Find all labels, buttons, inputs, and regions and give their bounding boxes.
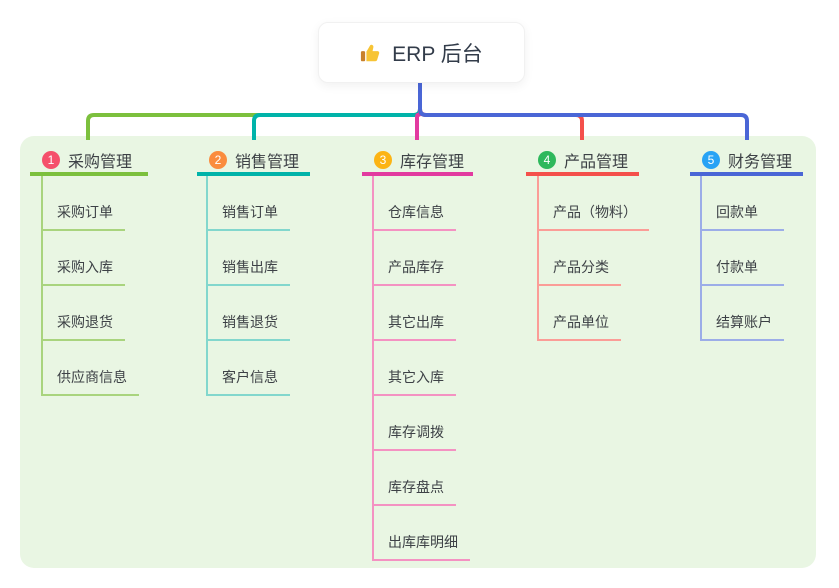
branch-spine — [372, 176, 374, 561]
branch-title: 产品管理 — [564, 153, 629, 171]
branch-spine — [41, 176, 43, 396]
branch-list-purchase: 采购订单 采购入库 采购退货 供应商信息 — [41, 176, 139, 396]
branch-title: 采购管理 — [68, 153, 133, 171]
mindmap-node[interactable]: 销售订单 — [206, 176, 290, 231]
branch-badge: 2 — [209, 150, 227, 169]
thumbs-up-icon — [360, 42, 382, 64]
branch-badge: 3 — [374, 150, 392, 169]
mindmap-node[interactable]: 仓库信息 — [372, 176, 456, 231]
branch-title: 财务管理 — [728, 153, 793, 171]
branch-title: 库存管理 — [400, 153, 465, 171]
mindmap-node[interactable]: 销售退货 — [206, 286, 290, 341]
branch-badge: 5 — [702, 150, 720, 169]
mindmap-node[interactable]: 采购入库 — [41, 231, 125, 286]
mindmap-node[interactable]: 销售出库 — [206, 231, 290, 286]
branch-badge: 4 — [538, 150, 556, 169]
node-label: 付款单 — [716, 259, 758, 275]
mindmap-node[interactable]: 客户信息 — [206, 341, 290, 396]
branch-connector-product — [418, 81, 584, 140]
mindmap-node[interactable]: 供应商信息 — [41, 341, 139, 396]
node-label: 采购入库 — [57, 259, 113, 275]
branch-list-finance: 回款单 付款单 结算账户 — [700, 176, 784, 341]
branch-header-purchase[interactable]: 1 采购管理 — [30, 147, 148, 176]
branches-panel — [20, 136, 816, 568]
node-label: 产品分类 — [553, 259, 609, 275]
mindmap-node[interactable]: 产品分类 — [537, 231, 621, 286]
mindmap-node[interactable]: 库存盘点 — [372, 451, 456, 506]
node-label: 库存盘点 — [388, 479, 444, 495]
mindmap-node[interactable]: 回款单 — [700, 176, 784, 231]
node-label: 供应商信息 — [57, 369, 127, 385]
branch-header-sales[interactable]: 2 销售管理 — [197, 147, 310, 176]
node-label: 产品（物料） — [553, 204, 637, 220]
branch-list-product: 产品（物料） 产品分类 产品单位 — [537, 176, 649, 341]
node-label: 其它入库 — [388, 369, 444, 385]
branch-list-inventory: 仓库信息 产品库存 其它出库 其它入库 库存调拨 库存盘点 出库库明细 — [372, 176, 470, 561]
branch-connector-finance — [418, 81, 749, 140]
node-label: 销售退货 — [222, 314, 278, 330]
node-label: 采购订单 — [57, 204, 113, 220]
mindmap-node[interactable]: 采购退货 — [41, 286, 125, 341]
node-label: 回款单 — [716, 204, 758, 220]
mindmap-node[interactable]: 产品（物料） — [537, 176, 649, 231]
mindmap-node[interactable]: 出库库明细 — [372, 506, 470, 561]
node-label: 出库库明细 — [388, 534, 458, 550]
mindmap-node[interactable]: 其它入库 — [372, 341, 456, 396]
node-label: 库存调拨 — [388, 424, 444, 440]
branch-header-finance[interactable]: 5 财务管理 — [690, 147, 803, 176]
mindmap-node[interactable]: 结算账户 — [700, 286, 784, 341]
branch-list-sales: 销售订单 销售出库 销售退货 客户信息 — [206, 176, 290, 396]
node-label: 客户信息 — [222, 369, 278, 385]
branch-spine — [206, 176, 208, 396]
node-label: 产品单位 — [553, 314, 609, 330]
mindmap-node[interactable]: 产品库存 — [372, 231, 456, 286]
branch-spine — [700, 176, 702, 341]
branch-title: 销售管理 — [235, 153, 300, 171]
root-title: ERP 后台 — [392, 42, 483, 66]
node-label: 其它出库 — [388, 314, 444, 330]
node-label: 产品库存 — [388, 259, 444, 275]
branch-spine — [537, 176, 539, 341]
node-label: 仓库信息 — [388, 204, 444, 220]
branch-header-inventory[interactable]: 3 库存管理 — [362, 147, 473, 176]
mindmap-node[interactable]: 其它出库 — [372, 286, 456, 341]
mindmap-node[interactable]: 产品单位 — [537, 286, 621, 341]
node-label: 销售订单 — [222, 204, 278, 220]
mindmap-node[interactable]: 库存调拨 — [372, 396, 456, 451]
node-label: 销售出库 — [222, 259, 278, 275]
branch-badge: 1 — [42, 150, 60, 169]
branch-connector-sales — [252, 81, 422, 140]
mindmap-node[interactable]: 付款单 — [700, 231, 784, 286]
mindmap-node[interactable]: 采购订单 — [41, 176, 125, 231]
node-label: 采购退货 — [57, 314, 113, 330]
root-node[interactable]: ERP 后台 — [318, 22, 525, 83]
branch-header-product[interactable]: 4 产品管理 — [526, 147, 639, 176]
node-label: 结算账户 — [716, 314, 772, 330]
